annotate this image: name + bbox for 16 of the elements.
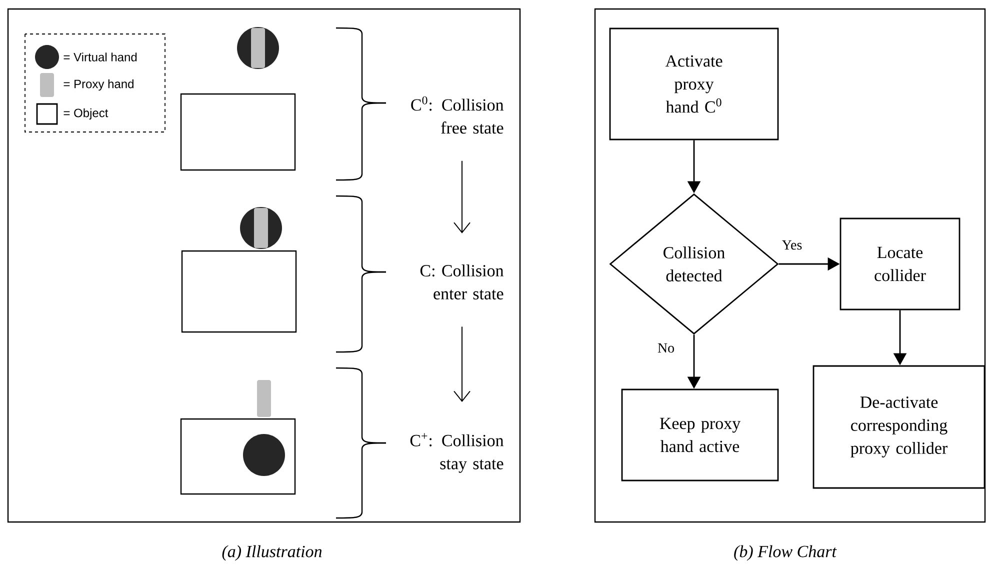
process-box: De-activate corresponding proxy collider	[812, 365, 986, 489]
process-box: Keep proxy hand active	[621, 388, 779, 482]
arrow	[454, 160, 470, 234]
state-label: C$^{+}$: Collision stay state	[410, 433, 504, 473]
legend-text: = Proxy hand	[64, 79, 134, 91]
caption: (b) Flow Chart	[734, 545, 837, 561]
edge-label: Yes	[780, 239, 804, 251]
process-box: Activate proxy hand C$^{0}$	[609, 28, 779, 140]
legend-text: = Virtual hand	[64, 52, 137, 62]
arrow	[454, 326, 470, 402]
edge-label: No	[656, 342, 676, 354]
process-box: Locate collider	[840, 218, 960, 310]
state-label: C: Collision enter state	[420, 264, 504, 300]
caption: (a) Illustration	[222, 545, 322, 561]
legend-text: = Object	[64, 108, 108, 120]
state-label: C$^{0}$: Collision free state	[411, 96, 504, 134]
